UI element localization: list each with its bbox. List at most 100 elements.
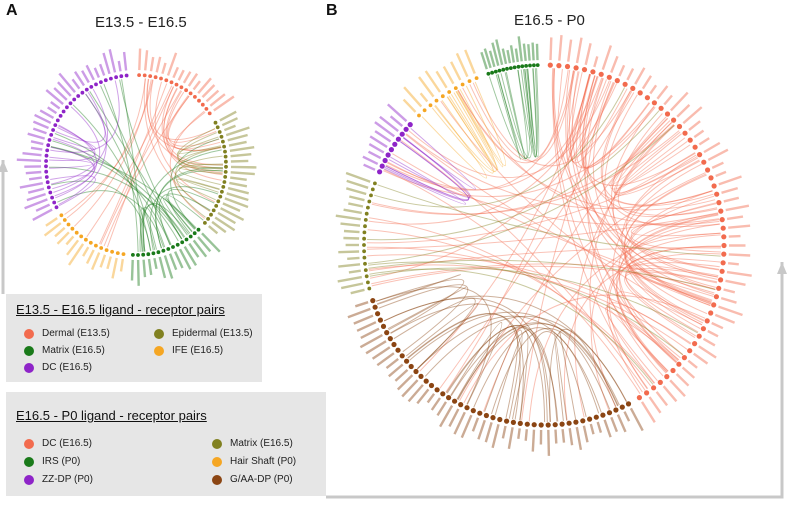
gene-label-mark [166, 52, 178, 76]
gene-label-mark [345, 171, 371, 183]
node-dot [708, 310, 714, 316]
chord-link [387, 161, 720, 226]
gene-label-mark [335, 214, 361, 221]
node-dot [45, 180, 50, 185]
gene-label-mark [655, 391, 669, 407]
gene-label-mark [549, 37, 553, 61]
gene-label-mark [230, 165, 257, 169]
node-dot [387, 336, 393, 342]
node-dot [700, 326, 707, 332]
node-dot [209, 212, 213, 217]
chord-link [457, 323, 620, 406]
gene-label-mark [726, 215, 744, 221]
gene-label-mark [491, 42, 500, 66]
chord-link [149, 186, 219, 251]
panel-a-title: E13.5 - E16.5 [95, 14, 187, 31]
node-dot [50, 195, 54, 200]
gene-label-mark [610, 416, 619, 433]
chord-link [528, 223, 720, 422]
gene-label-mark [27, 187, 45, 194]
node-dot [720, 225, 726, 231]
node-dot [701, 159, 707, 165]
gene-label-mark [501, 48, 508, 65]
chord-link [439, 92, 635, 389]
chord-link [495, 73, 522, 161]
node-dot [573, 419, 579, 425]
gene-label-mark [531, 429, 536, 452]
gene-label-mark [707, 148, 729, 161]
gene-label-mark [182, 71, 192, 84]
node-dot [711, 302, 717, 308]
gene-label-mark [24, 198, 48, 210]
chord-link [167, 95, 220, 147]
chord-link [472, 82, 632, 167]
gene-label-mark [720, 296, 737, 304]
gene-label-mark [338, 263, 361, 268]
node-dot [705, 167, 711, 173]
gene-label-mark [343, 229, 360, 234]
gene-label-mark [201, 84, 216, 98]
chord-link [52, 140, 186, 238]
legend-a-item-ife: IFE (E16.5) [154, 345, 223, 356]
gene-label-mark [50, 101, 61, 110]
node-dot [362, 255, 367, 260]
chord-link [473, 327, 600, 414]
gene-label-mark [707, 329, 719, 338]
gene-label-mark [98, 63, 106, 76]
node-dot [53, 123, 58, 127]
node-dot [598, 71, 604, 77]
node-dot [505, 66, 509, 71]
chord-link [368, 264, 688, 350]
gene-label-mark [714, 313, 736, 324]
gene-label-mark [222, 202, 241, 212]
node-dot [606, 410, 613, 416]
node-dot [490, 70, 494, 75]
chord-link [457, 69, 569, 164]
node-dot [224, 159, 228, 164]
node-dot [692, 144, 698, 150]
chord-link [163, 88, 222, 151]
node-dot [146, 252, 151, 257]
node-dot [151, 251, 156, 256]
gene-label-mark [183, 245, 198, 267]
gene-label-mark [188, 242, 200, 258]
chord-link [367, 110, 660, 241]
gene-label-mark [211, 220, 227, 234]
node-dot [179, 85, 184, 90]
chord-link [366, 157, 699, 244]
gene-label-mark [368, 143, 385, 154]
node-dot [434, 387, 440, 393]
gene-label-mark [418, 76, 435, 98]
node-dot [119, 74, 124, 79]
legend-b-item-gaa-dp: G/AA-DP (P0) [212, 474, 293, 485]
legend-a-item-matrix: Matrix (E16.5) [24, 345, 105, 356]
gene-label-mark [471, 417, 480, 432]
node-dot [362, 230, 367, 235]
gene-label-mark [629, 407, 644, 432]
chord-link [177, 132, 223, 170]
gene-label-mark [681, 366, 696, 379]
node-dot [48, 190, 53, 195]
chord-link [367, 254, 692, 344]
node-dot [384, 330, 390, 336]
gene-label-mark [227, 133, 248, 142]
chord-link [504, 71, 526, 160]
chord-link [103, 83, 139, 253]
node-dot [440, 391, 446, 397]
chord-link [142, 204, 185, 252]
node-dot [552, 422, 558, 428]
gene-label-mark [682, 106, 703, 125]
gene-label-mark [363, 163, 376, 171]
node-dot [460, 82, 465, 87]
chord-link [155, 167, 223, 249]
node-dot [721, 251, 727, 257]
chord-link [624, 195, 715, 329]
node-dot [224, 164, 228, 169]
gene-label-mark [187, 73, 199, 87]
gene-label-mark [71, 78, 81, 90]
node-dot [70, 226, 75, 231]
gene-label-mark [356, 321, 377, 332]
node-dot [687, 348, 693, 354]
legend-label: Matrix (E16.5) [230, 438, 293, 449]
gene-label-mark [379, 115, 399, 133]
